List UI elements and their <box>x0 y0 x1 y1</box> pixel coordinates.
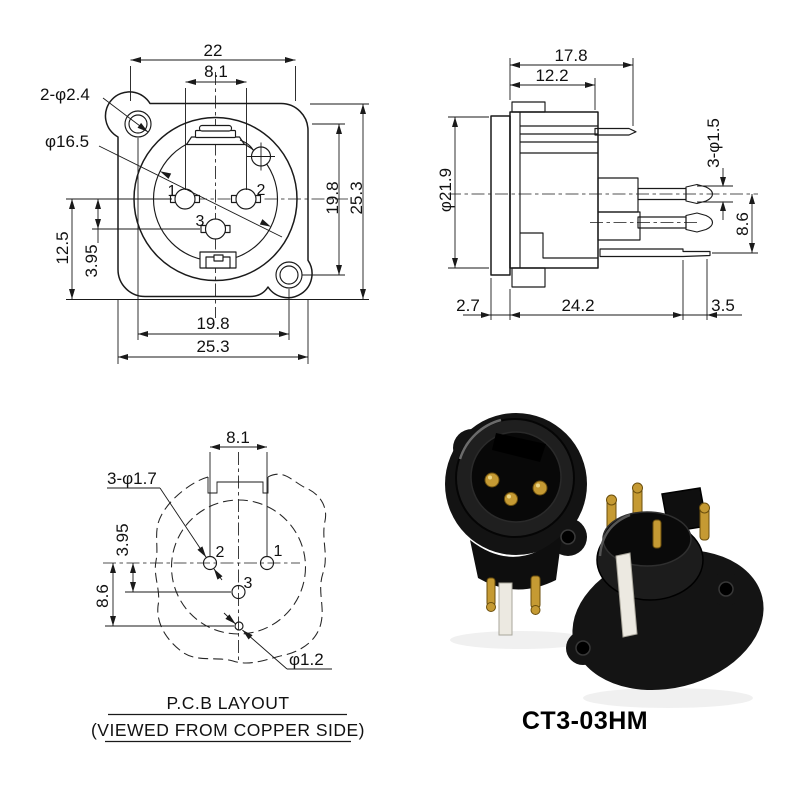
front-contact-pins <box>169 188 262 240</box>
front-pin3-label: 3 <box>196 213 205 230</box>
front-latch-detail <box>185 124 254 151</box>
dim-side-pin-diameter: 3-φ1.5 <box>704 118 723 168</box>
dim-front-flange-width: 25.3 <box>196 337 229 356</box>
dim-front-pin-pitch: 8.1 <box>204 62 228 81</box>
dim-pcb-key-offset: 8.6 <box>93 584 112 608</box>
dim-side-body-depth: 12.2 <box>535 66 568 85</box>
front-connector-view: 22 8.1 2-φ2.4 φ16.5 19.8 25.3 12.5 3.95 … <box>40 41 369 364</box>
front-polarize-boss <box>247 142 275 171</box>
dim-side-barrel-diameter: φ21.9 <box>436 168 455 212</box>
dim-side-total-depth: 17.8 <box>554 46 587 65</box>
side-connector-view: 17.8 12.2 φ21.9 3-φ1.5 8.6 2.7 24.2 3.5 <box>436 46 758 320</box>
side-arrowheads <box>452 62 755 318</box>
photo-connector-front <box>445 413 587 636</box>
front-pin2-label: 2 <box>257 182 266 199</box>
photo-solder-legs <box>486 575 541 636</box>
pcb-arrowheads <box>110 444 267 640</box>
front-arrowheads <box>69 57 366 360</box>
front-pin1-label: 1 <box>168 183 177 200</box>
dim-pcb-key-hole-diameter: φ1.2 <box>289 650 324 669</box>
photo-gold-contacts <box>484 472 548 506</box>
dim-front-hole-span-vertical: 19.8 <box>323 181 342 214</box>
dim-pcb-pad-pitch: 8.1 <box>226 428 250 447</box>
photo-shadow-right <box>583 688 753 708</box>
pcb-pin3-label: 3 <box>244 575 253 592</box>
dim-side-pin-to-tab: 8.6 <box>733 212 752 236</box>
product-model-number: CT3-03HM <box>522 707 648 735</box>
front-key-detail <box>199 251 237 269</box>
side-centerlines <box>448 193 758 223</box>
pcb-caption: P.C.B LAYOUT (VIEWED FROM COPPER SIDE) <box>91 693 365 743</box>
pcb-holes <box>202 555 275 631</box>
dim-front-overall-width: 22 <box>204 41 223 60</box>
dim-side-tab-length: 3.5 <box>711 296 735 315</box>
dim-pcb-hole-diameter: 3-φ1.7 <box>107 469 157 488</box>
dim-front-flange-height: 25.3 <box>347 181 366 214</box>
dim-front-insert-diameter: φ16.5 <box>45 132 89 151</box>
dim-side-pin-length: 24.2 <box>561 296 594 315</box>
dim-front-pin3-offset: 3.95 <box>82 244 101 277</box>
pcb-centerlines <box>103 452 300 662</box>
pcb-pin1-label: 1 <box>274 543 283 560</box>
side-body-outline <box>490 101 641 288</box>
pcb-phantom-outline <box>154 473 327 664</box>
photo-connector-rear <box>566 482 764 691</box>
pcb-layout-view: 8.1 3-φ1.7 3.95 8.6 φ1.2 2 1 3 P.C.B LAY… <box>91 428 365 743</box>
dim-front-pin-to-edge: 12.5 <box>53 231 72 264</box>
dim-front-hole-span-horizontal: 19.8 <box>196 314 229 333</box>
dim-side-flange-thickness: 2.7 <box>456 296 480 315</box>
side-dimension-lines <box>448 58 758 320</box>
dim-pcb-pin3-offset: 3.95 <box>113 523 132 556</box>
dim-front-mounting-holes: 2-φ2.4 <box>40 85 90 104</box>
side-solder-pins <box>599 183 714 258</box>
product-photo: CT3-03HM <box>445 413 764 735</box>
photo-shadow-left <box>450 631 590 649</box>
pcb-caption-subtitle: (VIEWED FROM COPPER SIDE) <box>91 720 365 740</box>
pcb-pin2-label: 2 <box>216 544 225 561</box>
pcb-caption-title: P.C.B LAYOUT <box>166 693 289 713</box>
